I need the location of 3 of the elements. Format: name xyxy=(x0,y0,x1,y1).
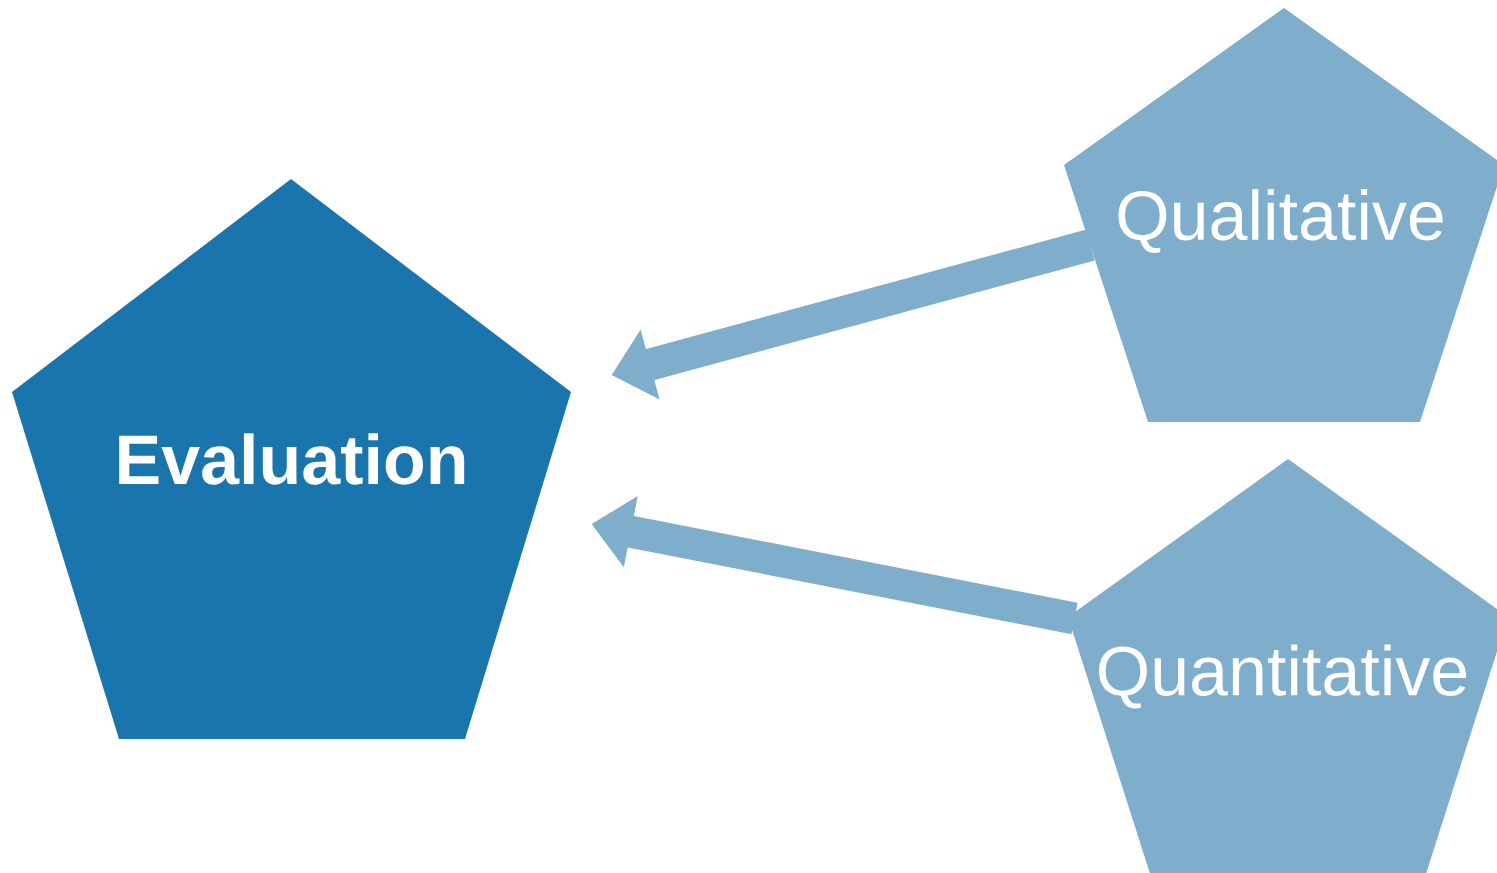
pentagon: Qualitative xyxy=(1064,8,1497,422)
pentagon: Quantitative xyxy=(1068,459,1497,873)
pentagon: Evaluation xyxy=(12,179,571,739)
